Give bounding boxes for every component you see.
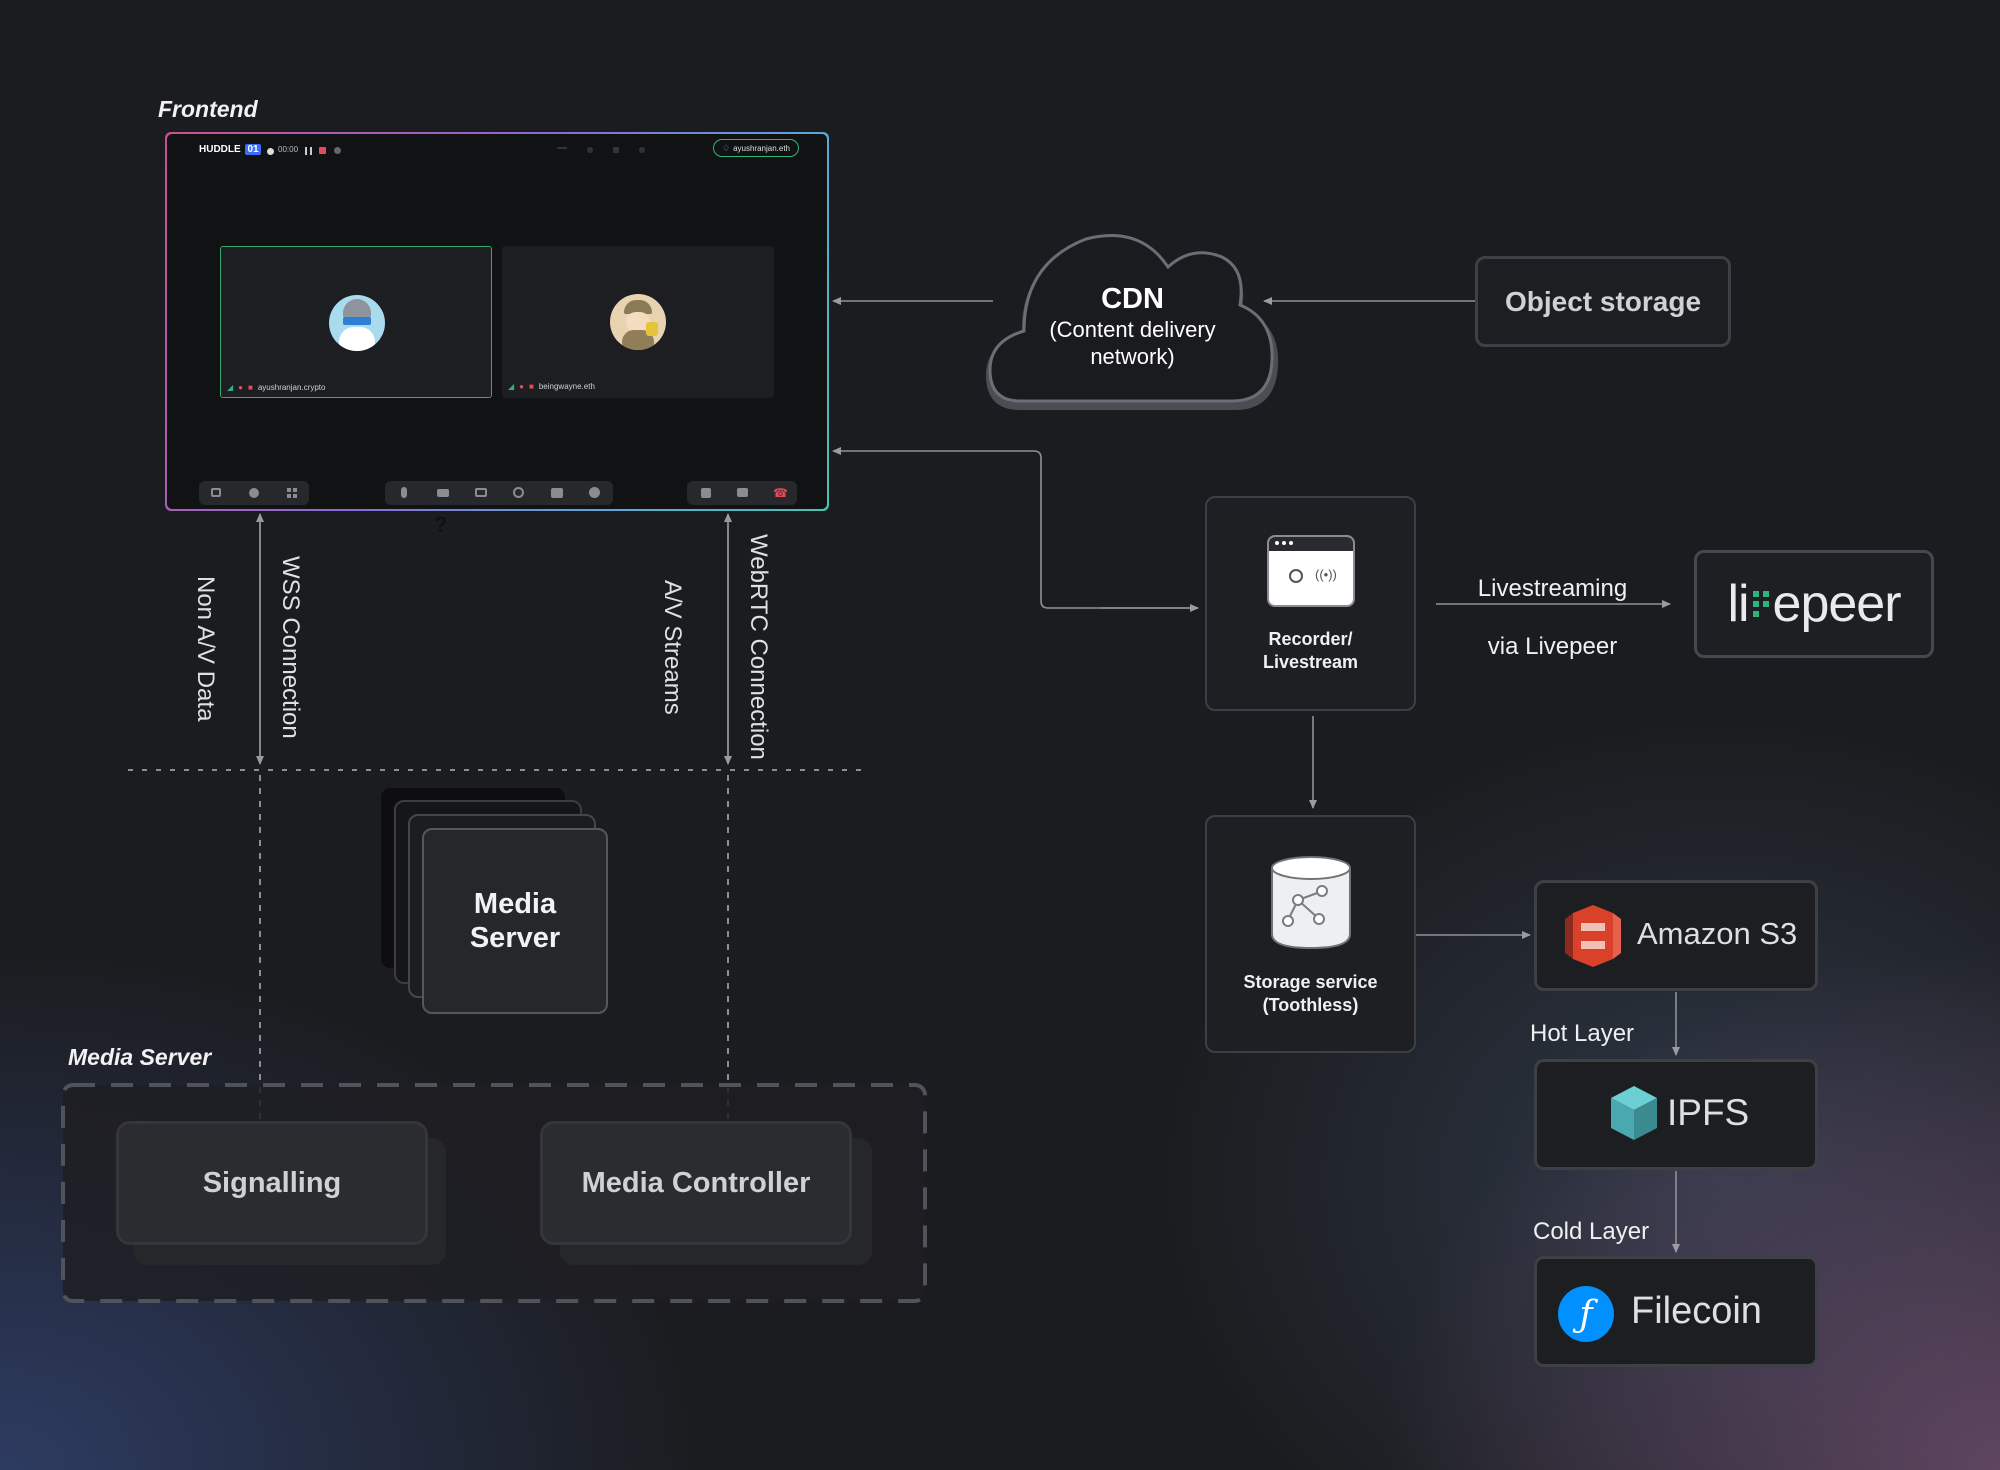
filecoin-icon: ƒ bbox=[1558, 1286, 1614, 1342]
account-chip[interactable]: ♢ ayushranjan.eth bbox=[712, 139, 799, 157]
end-call-icon[interactable]: ☎ bbox=[773, 486, 788, 500]
livepeer-logo: li epeer bbox=[1727, 575, 1901, 633]
frontend-app-window: HUDDLE 01 00:00 ♢ ayushranjan.eth bbox=[165, 132, 829, 511]
bot-icon[interactable] bbox=[211, 488, 221, 497]
amazon-s3-node: Amazon S3 bbox=[1534, 880, 1818, 991]
ens-icon: ♢ bbox=[721, 142, 731, 153]
left-controls bbox=[199, 481, 309, 505]
signal-icon: ◢ bbox=[227, 383, 234, 392]
info-icon[interactable] bbox=[334, 147, 341, 154]
media-controller-node: Media Controller bbox=[540, 1121, 852, 1245]
participant-name: beingwayne.eth bbox=[538, 382, 595, 391]
chat-icon[interactable] bbox=[737, 488, 748, 497]
filecoin-label: Filecoin bbox=[1631, 1290, 1762, 1332]
av-streams-label: A/V Streams bbox=[659, 580, 686, 715]
apps-icon[interactable] bbox=[701, 488, 711, 498]
pause-icon[interactable] bbox=[305, 147, 312, 155]
media-server-section-title: Media Server bbox=[68, 1044, 212, 1070]
whiteboard-icon[interactable] bbox=[551, 488, 563, 498]
media-server-node: Media Server bbox=[422, 828, 608, 1014]
mic-muted-icon: ● bbox=[519, 382, 524, 391]
ipfs-label: IPFS bbox=[1667, 1092, 1750, 1133]
aws-s3-icon bbox=[1565, 905, 1621, 967]
livestreaming-label: Livestreaming via Livepeer bbox=[1477, 575, 1628, 660]
media-controls bbox=[385, 481, 613, 505]
signal-icon: ◢ bbox=[508, 382, 515, 391]
huddle-logo: HUDDLE 01 bbox=[199, 144, 261, 155]
participant-tile[interactable]: ◢ ● ■ beingwayne.eth bbox=[502, 246, 774, 398]
object-storage-node: Object storage bbox=[1475, 256, 1731, 347]
mic-muted-icon: ● bbox=[238, 383, 243, 392]
ipfs-node: IPFS bbox=[1534, 1059, 1818, 1170]
camera-muted-icon: ■ bbox=[248, 383, 253, 392]
cdn-cloud bbox=[986, 234, 1279, 410]
ipfs-cube-icon bbox=[1611, 1086, 1657, 1140]
top-toolbar-icons bbox=[557, 147, 677, 153]
camera-icon[interactable] bbox=[437, 489, 449, 497]
camera-muted-icon: ■ bbox=[529, 382, 534, 391]
screen-share-icon[interactable] bbox=[475, 488, 487, 497]
participant-tile[interactable]: ◢ ● ■ ayushranjan.crypto bbox=[220, 246, 492, 398]
account-name: ayushranjan.eth bbox=[733, 143, 790, 153]
storage-service-label: Storage service (Toothless) bbox=[1243, 972, 1378, 1015]
grid-icon[interactable] bbox=[287, 488, 297, 498]
call-timer: 00:00 bbox=[278, 145, 299, 154]
arrow-frontend-recorder bbox=[832, 447, 1198, 609]
record-indicator-icon bbox=[267, 148, 274, 155]
livepeer-dots-icon bbox=[1752, 591, 1769, 617]
record-icon[interactable] bbox=[513, 487, 524, 498]
participants-icon[interactable] bbox=[249, 488, 259, 498]
recorder-label: Recorder/ Livestream bbox=[1262, 629, 1359, 672]
browser-record-icon: ((•)) bbox=[1267, 535, 1355, 607]
cdn-label: CDN (Content delivery network) bbox=[1049, 283, 1216, 369]
hot-layer-label: Hot Layer bbox=[1530, 1020, 1635, 1047]
webrtc-connection-label: WebRTC Connection bbox=[745, 534, 772, 760]
question-mark: ? bbox=[434, 512, 448, 537]
cold-layer-label: Cold Layer bbox=[1533, 1218, 1650, 1245]
participant-name: ayushranjan.crypto bbox=[257, 383, 326, 392]
emoji-icon[interactable] bbox=[589, 487, 600, 498]
filecoin-node: ƒ Filecoin bbox=[1534, 1256, 1818, 1367]
wss-connection-label: WSS Connection bbox=[277, 556, 304, 739]
microphone-icon[interactable] bbox=[401, 487, 407, 498]
non-av-data-label: Non A/V Data bbox=[192, 576, 219, 722]
right-controls: ☎ bbox=[687, 481, 797, 505]
stop-icon[interactable] bbox=[319, 147, 326, 154]
database-icon bbox=[1271, 856, 1351, 950]
storage-service-node: Storage service (Toothless) bbox=[1205, 815, 1416, 1053]
recorder-node: ((•)) Recorder/ Livestream bbox=[1205, 496, 1416, 711]
avatar bbox=[329, 295, 385, 351]
livepeer-node: li epeer bbox=[1694, 550, 1934, 658]
signalling-node: Signalling bbox=[116, 1121, 428, 1245]
avatar bbox=[610, 294, 666, 350]
frontend-section-title: Frontend bbox=[158, 96, 258, 122]
amazon-s3-label: Amazon S3 bbox=[1637, 916, 1798, 951]
